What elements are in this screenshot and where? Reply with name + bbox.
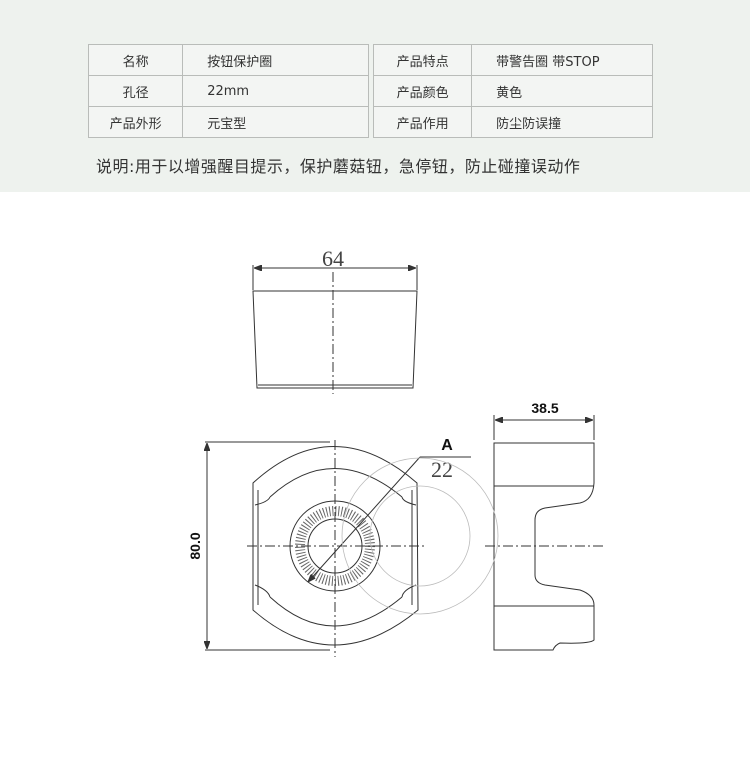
spec-label: 名称 <box>87 44 184 76</box>
spec-label: 产品颜色 <box>372 75 473 107</box>
spec-table-right: 产品特点带警告圈 带STOP 产品颜色黄色 产品作用防尘防误撞 <box>372 44 653 138</box>
depth-dimension: 38.5 <box>531 400 558 416</box>
description-note: 说明:用于以增强醒目提示，保护蘑菇钮，急停钮，防止碰撞误动作 <box>96 157 581 176</box>
table-row: 产品作用防尘防误撞 <box>372 106 653 138</box>
spec-label: 产品外形 <box>87 106 184 138</box>
spec-label: 孔径 <box>87 75 184 107</box>
table-row: 产品外形元宝型 <box>87 106 369 138</box>
spec-value: 带警告圈 带STOP <box>471 44 653 76</box>
spec-value: 22mm <box>182 75 369 107</box>
top-view: 64 <box>252 246 418 394</box>
side-view: 38.5 <box>485 400 605 651</box>
height-dimension: 80.0 <box>187 532 203 559</box>
spec-value: 防尘防误撞 <box>471 106 653 138</box>
spec-value: 黄色 <box>471 75 653 107</box>
watermark-seal <box>341 457 499 615</box>
spec-label: 产品作用 <box>372 106 473 138</box>
width-dimension: 64 <box>322 246 344 271</box>
table-row: 产品颜色黄色 <box>372 75 653 107</box>
hole-dimension: 22 <box>431 457 453 482</box>
front-view: 80.0 A 22 <box>187 437 471 657</box>
detail-label: A <box>441 437 453 454</box>
table-row: 产品特点带警告圈 带STOP <box>372 44 653 76</box>
spec-value: 元宝型 <box>182 106 369 138</box>
